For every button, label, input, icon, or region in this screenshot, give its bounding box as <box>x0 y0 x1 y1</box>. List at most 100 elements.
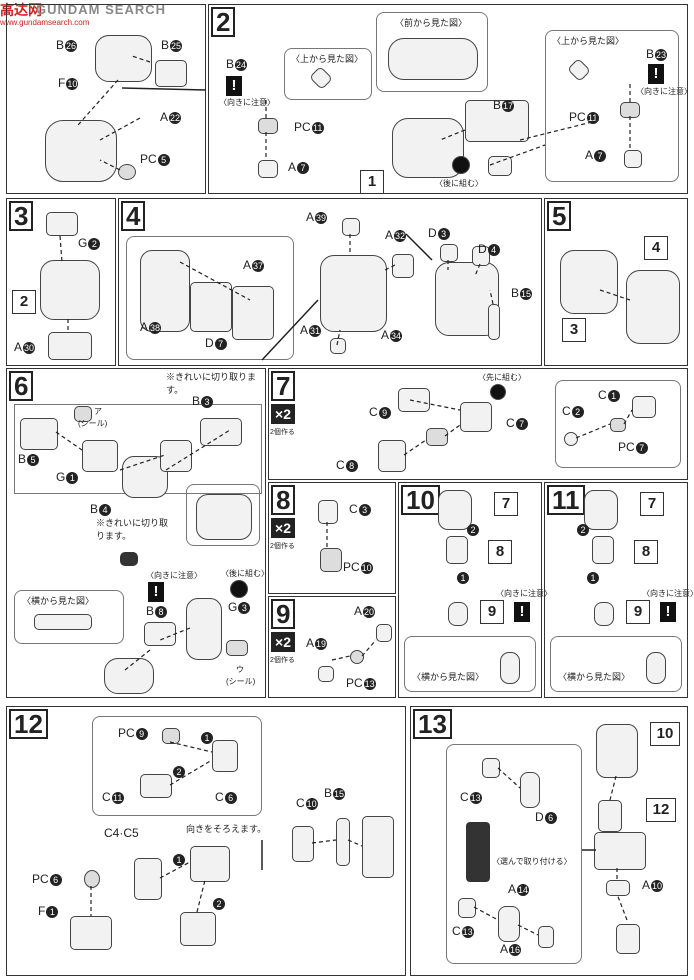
seal-note: (シール) <box>226 677 256 686</box>
ref-step-12: 12 <box>646 798 676 822</box>
step-12-sub-box <box>92 716 262 816</box>
side-view-label: 〈横から見た図〉 <box>22 596 95 606</box>
leg-assembly <box>362 816 394 878</box>
side-view-part <box>500 652 520 684</box>
small-part <box>440 244 458 262</box>
step-11-panel <box>544 482 688 698</box>
head-view-part <box>196 494 252 540</box>
foot-assembly <box>594 832 646 870</box>
multiplier-badge: ×2 <box>271 404 295 424</box>
side-view-part <box>646 652 666 684</box>
step-7-sub-box <box>555 380 681 468</box>
step-number: 7 <box>271 371 296 401</box>
step-7-panel <box>268 368 688 480</box>
order-arrow: 1 <box>200 730 213 744</box>
chest-vent <box>342 218 360 236</box>
seal-note: (シール) <box>78 419 108 428</box>
step-4-sub-box <box>126 236 294 360</box>
upper-arm <box>446 536 468 564</box>
step-number: 8 <box>271 485 296 515</box>
order-arrow: 2 <box>466 522 479 536</box>
caution-note: 〈向きに注意〉 <box>146 571 202 580</box>
top-view-left-label: 〈上から見た図〉 <box>291 54 364 64</box>
step-12-panel <box>6 706 406 976</box>
watermark-url: www.gundamsearch.com <box>0 18 90 27</box>
ref-step-7: 7 <box>640 492 664 516</box>
step-6-panel <box>6 368 266 698</box>
top-view-right-label: 〈上から見た図〉 <box>552 36 625 46</box>
order-arrow: 1 <box>172 852 185 866</box>
v-fin-part <box>186 598 222 660</box>
multiplier-note: 2個作る <box>270 543 295 550</box>
head-view-box <box>186 484 260 546</box>
back-assemble-note: 〈後に組む〉 <box>435 179 483 188</box>
order-arrow: 1 <box>456 570 469 584</box>
multiplier-note: 2個作る <box>270 429 295 436</box>
ref-step-8: 8 <box>634 540 658 564</box>
arm-part <box>318 500 338 524</box>
step-number: 13 <box>413 709 452 739</box>
shoulder-armor <box>398 388 430 412</box>
elbow-cap <box>318 666 334 682</box>
step-10-panel <box>398 482 542 698</box>
step-number: 4 <box>121 201 146 231</box>
head-part <box>20 418 58 450</box>
side-view-label: 〈横から見た図〉 <box>558 672 631 682</box>
step-2-panel <box>208 4 688 194</box>
hand-part <box>458 898 476 918</box>
ref-step-4: 4 <box>644 236 668 260</box>
base-part <box>180 912 216 946</box>
crest-part <box>200 418 242 446</box>
watermark-brand: GUNDAM SEARCH <box>36 2 166 17</box>
orient-note: 向きをそろえます。 <box>186 824 267 834</box>
ref-step-8: 8 <box>488 540 512 564</box>
seal-sticker <box>226 640 248 656</box>
step-13-sub-box <box>446 744 582 964</box>
side-view-part <box>34 614 92 630</box>
body-assembly <box>560 250 618 314</box>
hand-joint <box>520 772 540 808</box>
antenna-part <box>144 622 176 646</box>
step-4-panel <box>118 198 542 366</box>
ref-step-9: 9 <box>626 600 650 624</box>
pc-joint <box>610 418 626 432</box>
top-view-left-box <box>284 48 372 100</box>
pc-joint <box>320 548 342 572</box>
side-view-box <box>14 590 124 644</box>
ref-step-7: 7 <box>494 492 518 516</box>
leg-frame <box>336 818 350 866</box>
pc-joint <box>84 870 100 888</box>
elbow-assembly <box>594 602 614 626</box>
ref-step-3: 3 <box>562 318 586 342</box>
step-8-panel <box>268 482 396 594</box>
caution-icon: ! <box>148 582 164 602</box>
head-part <box>95 35 152 82</box>
side-view-label: 〈横から見た図〉 <box>412 672 485 682</box>
